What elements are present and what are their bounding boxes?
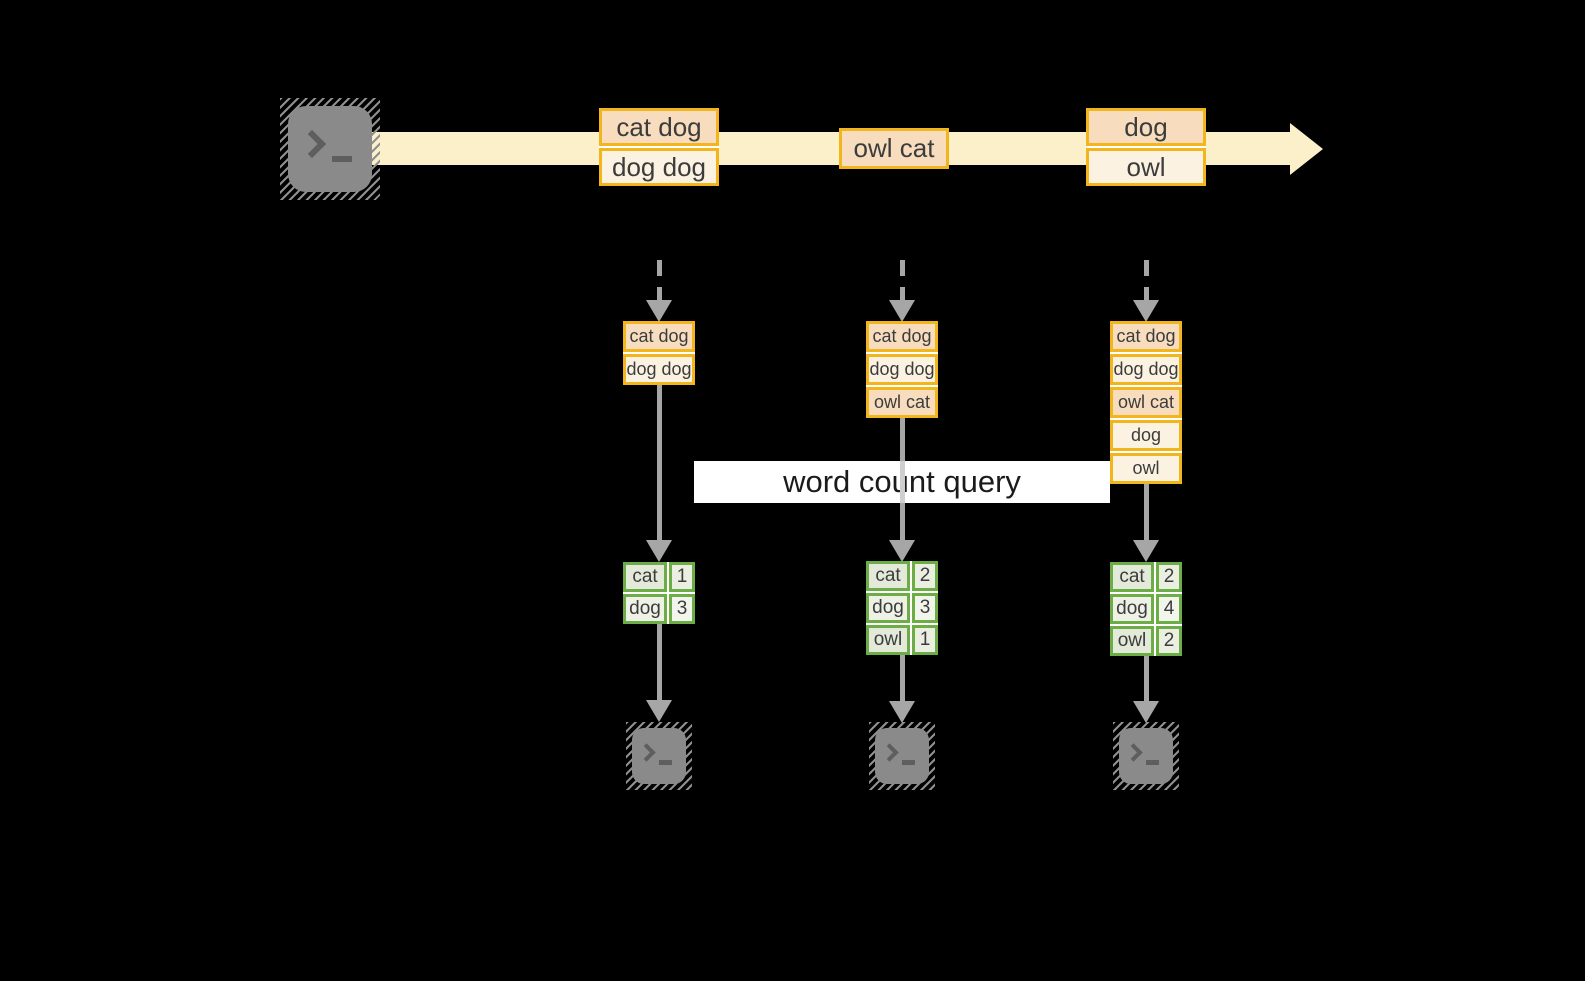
output-arrowhead-icon	[646, 700, 672, 722]
ingest-arrow-line	[900, 260, 905, 300]
query-arrowhead-icon	[1133, 540, 1159, 562]
count-value-cell: 4	[1156, 594, 1182, 624]
prompt-cursor-icon	[1146, 760, 1159, 765]
stream-message: cat dog dog dog	[599, 108, 719, 186]
prompt-cursor-icon	[332, 156, 352, 162]
terminal-screen	[875, 728, 929, 784]
buffer-stack: cat dog dog dog	[623, 321, 695, 385]
count-value-cell: 3	[912, 593, 938, 623]
stream-message: owl cat	[839, 128, 949, 169]
arrow-through-banner	[900, 461, 905, 503]
stream-record: dog	[1086, 108, 1206, 146]
terminal-screen	[632, 728, 686, 784]
output-arrow-line	[900, 655, 905, 701]
output-arrowhead-icon	[1133, 701, 1159, 723]
count-value-cell: 2	[912, 561, 938, 591]
ingest-arrow-line	[657, 260, 662, 300]
query-arrow-line	[1144, 484, 1149, 540]
ingest-arrowhead-icon	[646, 300, 672, 322]
stream-record: cat dog	[599, 108, 719, 146]
stream-arrowhead-icon	[1290, 123, 1323, 175]
count-word-cell: dog	[623, 594, 667, 624]
count-table: cat 2 dog 3 owl 1	[866, 561, 938, 655]
buffer-record: dog dog	[1110, 354, 1182, 385]
buffer-record: dog dog	[866, 354, 938, 385]
output-arrow-line	[1144, 656, 1149, 701]
count-word-cell: cat	[866, 561, 910, 591]
count-word-cell: owl	[1110, 626, 1154, 656]
terminal-screen	[288, 106, 372, 192]
ingest-arrow-line	[1144, 260, 1149, 300]
query-arrowhead-icon	[889, 540, 915, 562]
output-terminal-icon	[869, 722, 935, 790]
prompt-chevron-icon	[1124, 743, 1143, 762]
buffer-record: dog	[1110, 420, 1182, 451]
query-arrowhead-icon	[646, 540, 672, 562]
output-terminal-icon	[1113, 722, 1179, 790]
count-value-cell: 1	[669, 562, 695, 592]
stream-message: dog owl	[1086, 108, 1206, 186]
count-word-cell: dog	[1110, 594, 1154, 624]
buffer-record: cat dog	[1110, 321, 1182, 352]
count-value-cell: 2	[1156, 562, 1182, 592]
prompt-cursor-icon	[659, 760, 672, 765]
stream-record: owl cat	[839, 128, 949, 169]
buffer-record: owl	[1110, 453, 1182, 484]
stream-record: owl	[1086, 148, 1206, 186]
count-table: cat 2 dog 4 owl 2	[1110, 562, 1182, 656]
count-value-cell: 3	[669, 594, 695, 624]
buffer-record: cat dog	[623, 321, 695, 352]
output-arrowhead-icon	[889, 701, 915, 723]
query-arrow-line	[657, 385, 662, 540]
prompt-chevron-icon	[880, 743, 899, 762]
buffer-stack: cat dog dog dog owl cat dog owl	[1110, 321, 1182, 484]
prompt-chevron-icon	[637, 743, 656, 762]
count-table: cat 1 dog 3	[623, 562, 695, 624]
ingest-arrowhead-icon	[1133, 300, 1159, 322]
buffer-record: owl cat	[866, 387, 938, 418]
output-terminal-icon	[626, 722, 692, 790]
count-word-cell: cat	[623, 562, 667, 592]
output-arrow-line	[657, 624, 662, 700]
ingest-arrowhead-icon	[889, 300, 915, 322]
buffer-record: dog dog	[623, 354, 695, 385]
count-word-cell: owl	[866, 625, 910, 655]
prompt-chevron-icon	[297, 129, 327, 159]
count-word-cell: cat	[1110, 562, 1154, 592]
stream-record: dog dog	[599, 148, 719, 186]
prompt-cursor-icon	[902, 760, 915, 765]
count-value-cell: 2	[1156, 626, 1182, 656]
count-word-cell: dog	[866, 593, 910, 623]
buffer-record: owl cat	[1110, 387, 1182, 418]
buffer-stack: cat dog dog dog owl cat	[866, 321, 938, 418]
count-value-cell: 1	[912, 625, 938, 655]
buffer-record: cat dog	[866, 321, 938, 352]
source-terminal-icon	[280, 98, 380, 200]
terminal-screen	[1119, 728, 1173, 784]
